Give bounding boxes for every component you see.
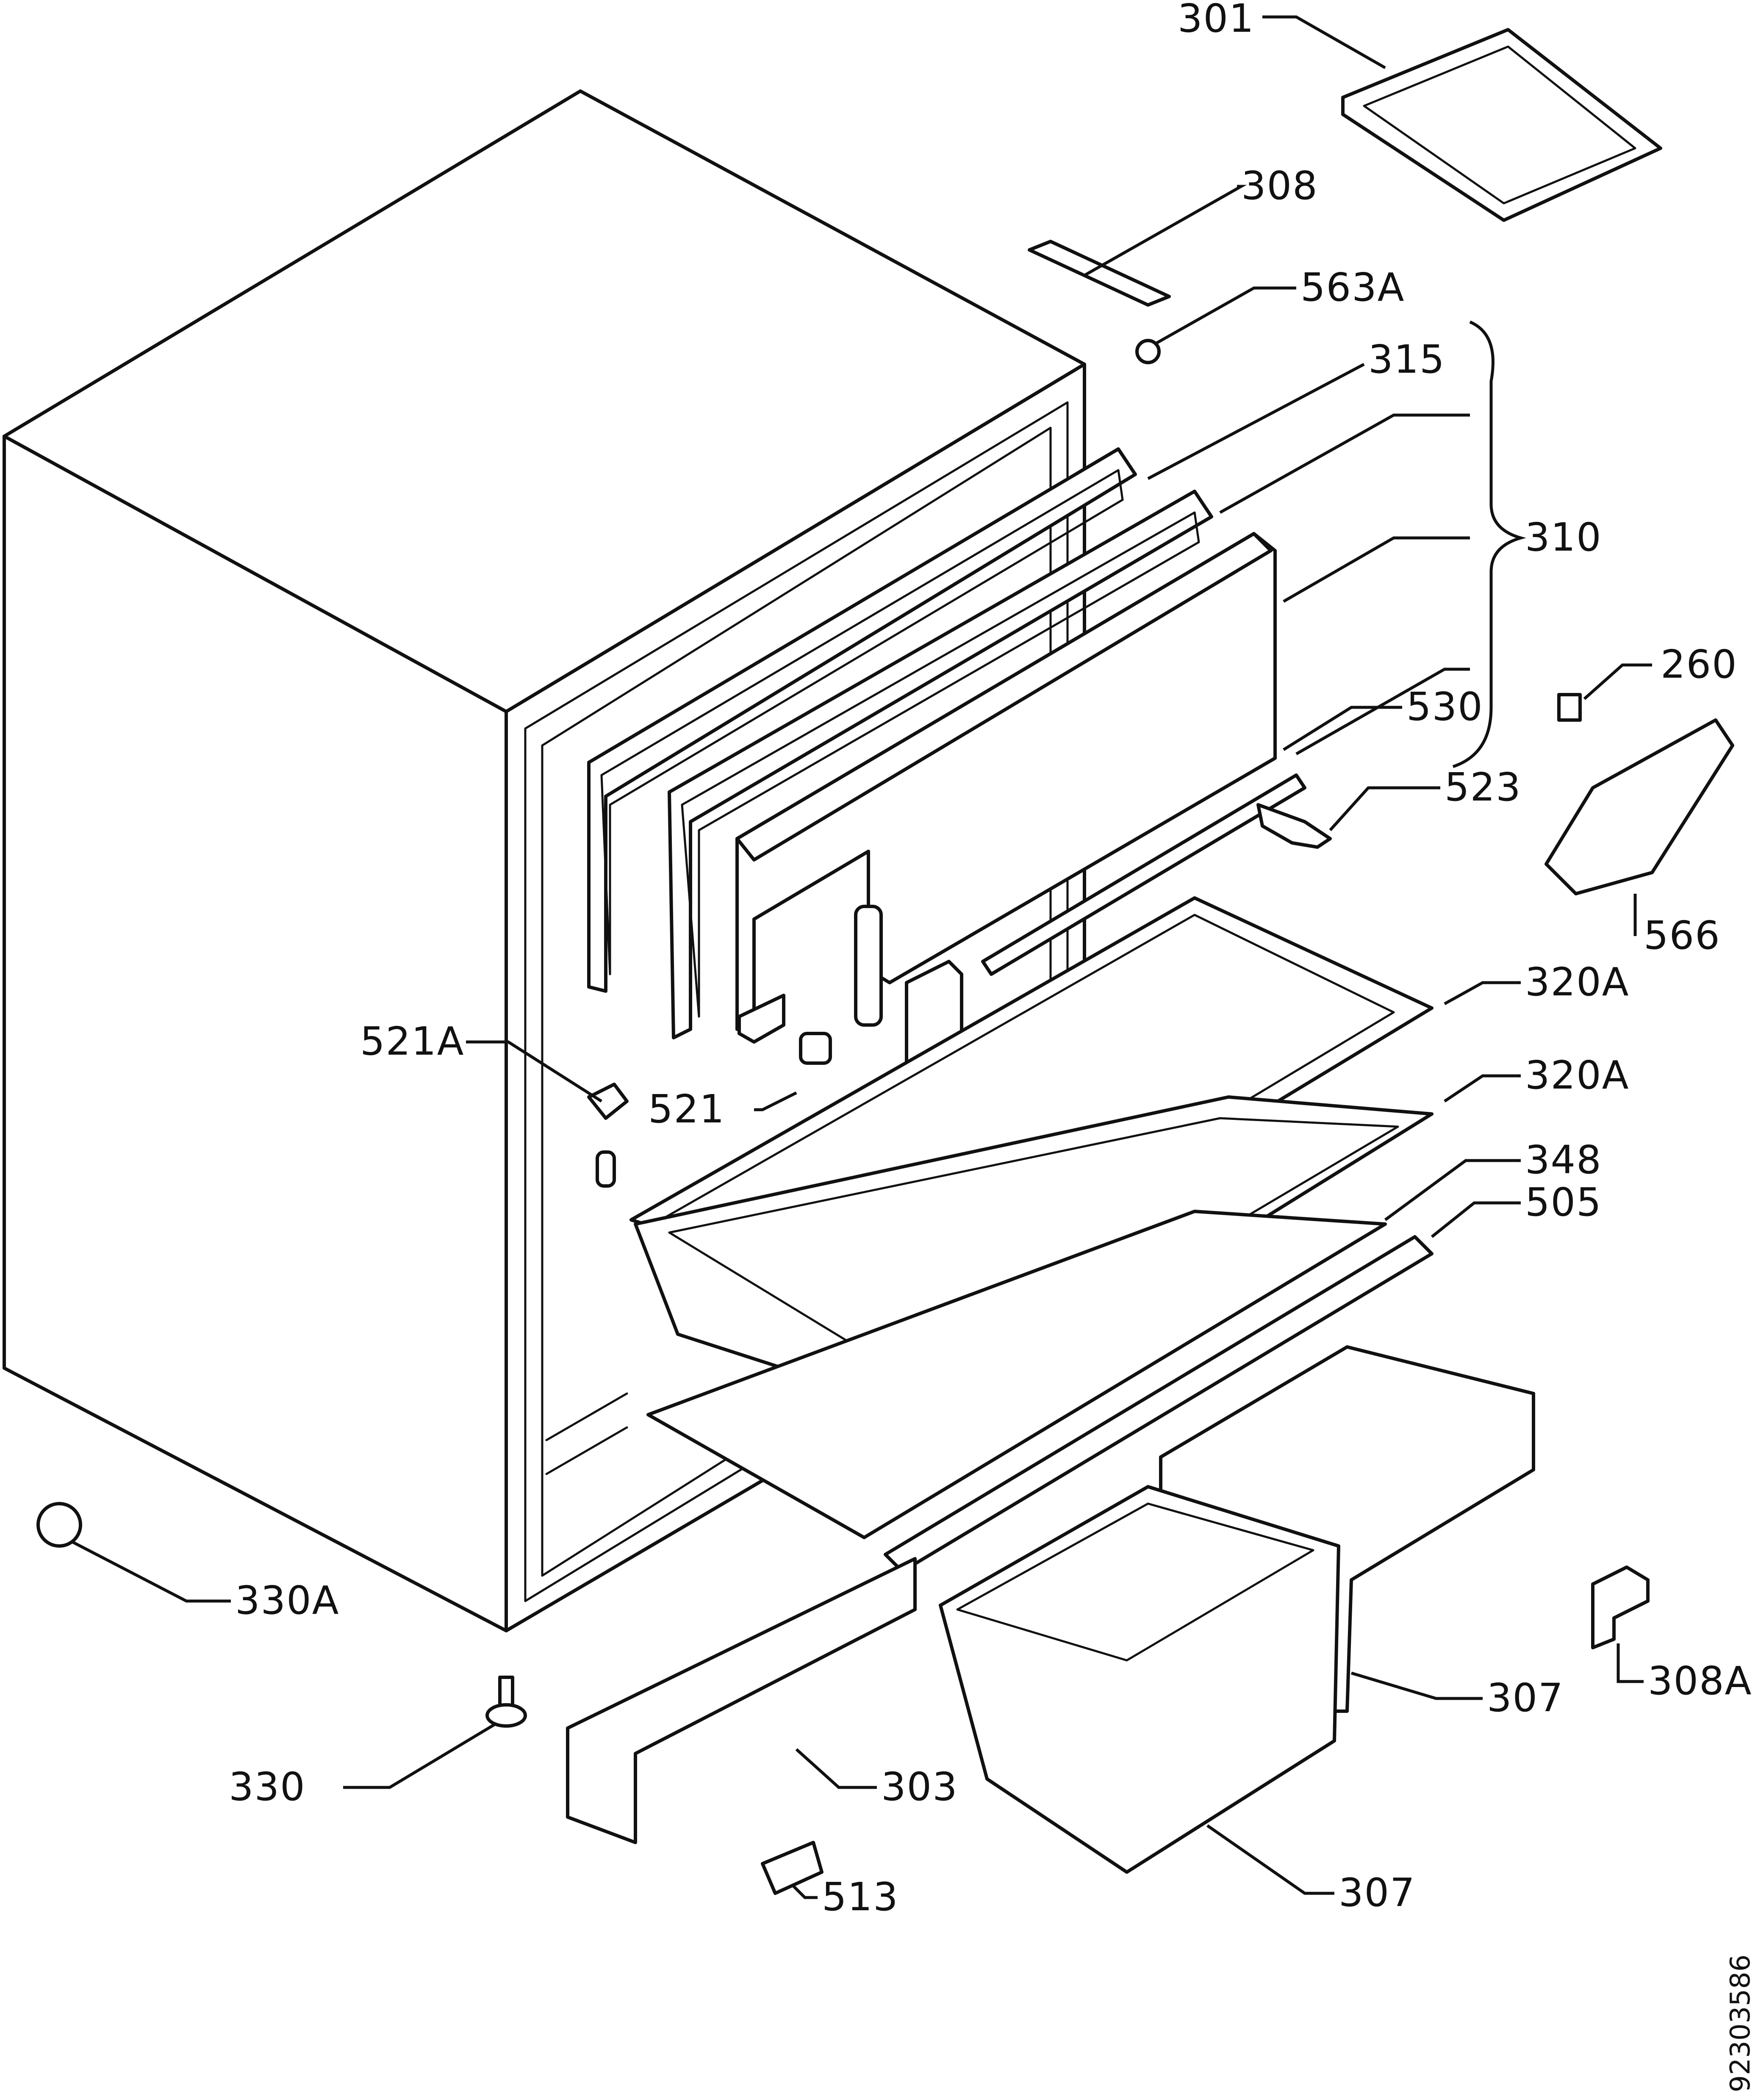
label-310: 310 [1525, 515, 1602, 560]
catch-top [587, 1083, 629, 1120]
door-liner-inner [681, 511, 1200, 1018]
label-320A-upper: 320A [1525, 959, 1630, 1005]
door-gasket-inner [600, 469, 1124, 975]
label-530: 530 [1406, 684, 1483, 729]
nut [1135, 339, 1161, 364]
handle-strip-530 [981, 773, 1306, 976]
trim-strip-505 [884, 1235, 1434, 1573]
leader-521A [466, 1040, 602, 1103]
pin-523 [1256, 803, 1332, 849]
ice-tray-inner [1363, 45, 1636, 205]
bracket-308 [1028, 240, 1171, 307]
kick-plate-303 [566, 1557, 917, 1844]
ice-tray-301 [1341, 28, 1662, 222]
leader-348 [1384, 1159, 1521, 1221]
label-260: 260 [1661, 642, 1738, 687]
label-330A: 330A [235, 1578, 340, 1623]
clip-260 [1557, 693, 1582, 722]
leader-513 [791, 1884, 818, 1899]
catch-521A [587, 1083, 629, 1188]
leader-301 [1262, 15, 1386, 69]
glass-shelf [646, 1210, 1387, 1539]
label-505: 505 [1525, 1180, 1602, 1225]
label-523: 523 [1445, 765, 1522, 810]
leader-lines [71, 15, 1652, 1899]
kick-plate [566, 1557, 917, 1844]
drawer-front [939, 1485, 1340, 1874]
label-513: 513 [822, 1874, 899, 1920]
leader-320A-1 [1444, 981, 1521, 1006]
leader-315 [1147, 363, 1365, 480]
label-563A: 563A [1300, 265, 1405, 310]
screw-foot-330 [485, 1676, 527, 1728]
scraper-566 [1544, 718, 1734, 895]
label-566: 566 [1644, 913, 1721, 958]
leader-505 [1431, 1201, 1521, 1238]
label-521: 521 [648, 1086, 725, 1132]
leader-310-b [1283, 536, 1470, 603]
trim-strip [884, 1235, 1434, 1573]
door-foot [738, 994, 785, 1044]
part-521-block [799, 1032, 832, 1065]
angle-bracket [1591, 1565, 1650, 1649]
leader-530 [1283, 706, 1402, 751]
leader-563A [1156, 286, 1296, 345]
brace-310 [1452, 320, 1526, 768]
label-348: 348 [1525, 1137, 1602, 1183]
part-labels: 301 308 563A 315 310 260 530 523 566 320… [229, 0, 1752, 1920]
ice-tray [1341, 28, 1662, 222]
label-308: 308 [1241, 163, 1318, 208]
label-307-front: 307 [1339, 1870, 1416, 1915]
cabinet-inner-rail [545, 1392, 628, 1441]
leader-310-c [1295, 668, 1470, 756]
leader-307-1 [1350, 1671, 1483, 1700]
cabinet-inner-rail-2 [545, 1426, 628, 1475]
handle-strip [981, 773, 1306, 976]
foot-cap [36, 1502, 82, 1548]
door-liner [668, 490, 1213, 1039]
leader-521 [754, 1091, 797, 1111]
leader-307-2 [1206, 1824, 1334, 1895]
label-330: 330 [229, 1764, 306, 1809]
label-521A: 521A [360, 1019, 465, 1064]
leader-523 [1329, 786, 1440, 831]
bracket [1028, 240, 1171, 307]
label-308A: 308A [1648, 1658, 1752, 1704]
label-315: 315 [1368, 337, 1445, 382]
leader-260 [1583, 663, 1652, 700]
drawing-code: 92303586 [1725, 1954, 1756, 2092]
hinge-bar [854, 905, 883, 1027]
drawer-front-rim [956, 1502, 1314, 1662]
bracket-308A [1591, 1565, 1650, 1649]
glass-shelf-348 [646, 1210, 1387, 1539]
leader-310-a [1219, 413, 1470, 514]
clip [1557, 693, 1582, 722]
foot-330A [36, 1502, 82, 1548]
label-307-rear: 307 [1487, 1675, 1564, 1720]
label-303: 303 [881, 1764, 958, 1809]
clip-513-shape [761, 1841, 824, 1895]
catch-bottom [596, 1150, 616, 1188]
leader-308A [1617, 1643, 1644, 1683]
pin [1256, 803, 1332, 849]
door-panel-top-edge [735, 532, 1273, 862]
clip-513 [761, 1841, 824, 1895]
scraper [1544, 718, 1734, 895]
leader-308 [1084, 185, 1247, 277]
leader-330 [343, 1722, 496, 1789]
label-320A-lower: 320A [1525, 1053, 1630, 1098]
crisper-drawer-front-307 [939, 1485, 1340, 1874]
nut-563A [1135, 339, 1161, 364]
leader-320A-2 [1444, 1074, 1521, 1103]
label-301: 301 [1178, 0, 1255, 41]
door-gasket-315 [587, 447, 1137, 993]
leader-303 [795, 1748, 877, 1789]
leader-330A [71, 1540, 231, 1603]
screw-base [485, 1703, 527, 1728]
